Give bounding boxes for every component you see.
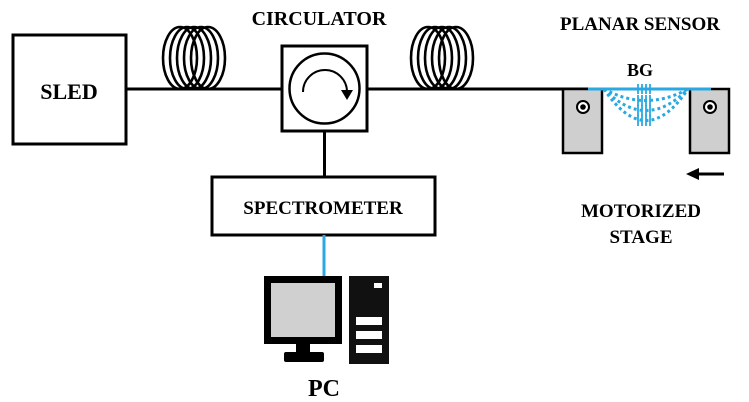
spectrometer-label: SPECTROMETER — [243, 198, 403, 219]
bragg-grating-marks — [637, 84, 651, 126]
motorized-stage-label-line2: STAGE — [609, 227, 672, 248]
sled-box — [11, 33, 128, 146]
monitor-icon — [264, 276, 342, 362]
circulator-ring — [288, 52, 361, 125]
fiber-coil-icon — [409, 25, 475, 91]
tower-icon — [349, 276, 389, 364]
bg-label: BG — [627, 60, 653, 80]
stage-right-block — [688, 87, 731, 155]
circulator-arrow-icon — [302, 69, 353, 100]
sled-label: SLED — [40, 79, 97, 104]
fiber-coil-icon — [161, 25, 227, 91]
planar-sensor-label: PLANAR SENSOR — [560, 14, 720, 35]
spectrometer-box — [210, 175, 437, 237]
stage-left-block — [561, 87, 604, 155]
arrow-left-icon — [686, 168, 724, 180]
motorized-stage-label-line1: MOTORIZED — [581, 201, 701, 222]
pc-label: PC — [308, 376, 340, 402]
circulator-label: CIRCULATOR — [252, 8, 387, 30]
